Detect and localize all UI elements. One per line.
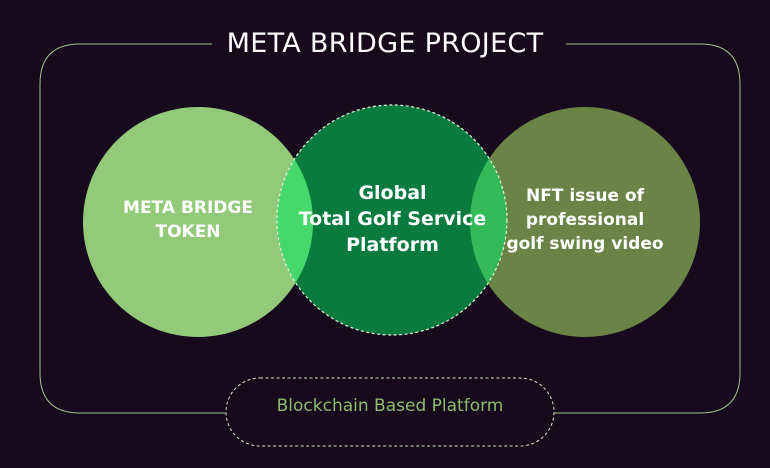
circle-middle-label: Global Total Golf Service Platform [285,174,500,264]
circle-left [83,107,313,337]
circle-left-label: META BRIDGE TOKEN [93,180,283,260]
circle-right [470,107,700,337]
footer-label: Blockchain Based Platform [276,396,504,416]
circle-middle [277,105,507,335]
outer-frame [39,43,741,414]
circle-left-line: TOKEN [155,222,221,242]
circle-middle-line: Platform [346,234,439,256]
circle-middle-line: Total Golf Service [298,208,487,230]
circle-right-line: NFT issue of [525,186,645,206]
circle-middle-outline [276,104,508,336]
circle-middle-line: Global [358,182,427,204]
circle-left-line: META BRIDGE [123,198,253,218]
circle-right-line: golf swing video [506,234,664,254]
circle-right-label: NFT issue of professional golf swing vid… [490,170,680,270]
footer-pill [225,377,555,447]
page-title: META BRIDGE PROJECT [226,28,544,59]
circle-right-line: professional [525,210,645,230]
